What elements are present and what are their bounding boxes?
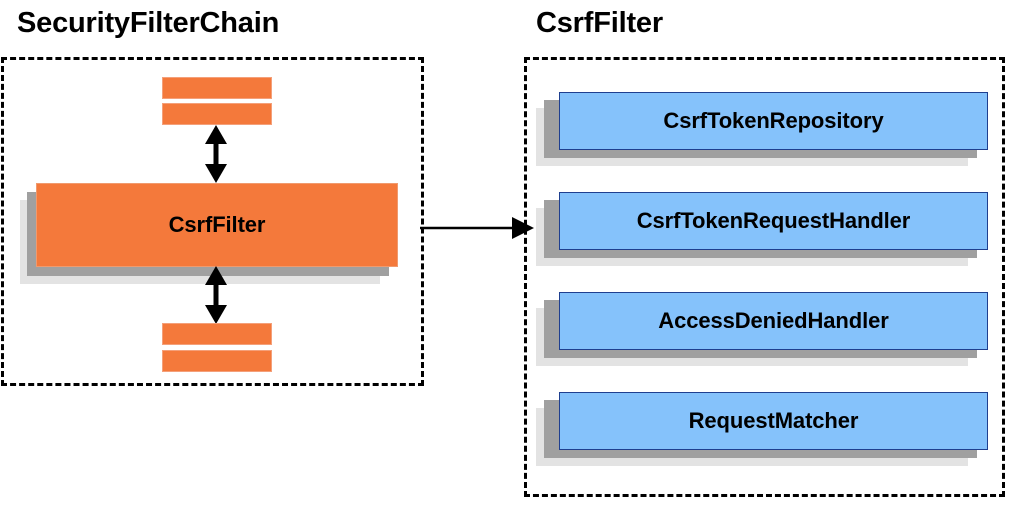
security-filter-chain-panel: [1, 57, 424, 386]
collaborator-node-csrf-token-repository[interactable]: CsrfTokenRepository: [536, 92, 988, 166]
double-arrow-bottom-icon: [202, 266, 230, 324]
collaborator-node-request-matcher[interactable]: RequestMatcher: [536, 392, 988, 466]
csrf-filter-node[interactable]: CsrfFilter: [20, 183, 398, 284]
filter-bar-top-1: [162, 77, 272, 99]
collaborator-label: RequestMatcher: [559, 392, 988, 450]
csrf-filter-collaborators-panel: [524, 57, 1005, 497]
collaborator-node-csrf-token-request-handler[interactable]: CsrfTokenRequestHandler: [536, 192, 988, 266]
double-arrow-top-icon: [202, 125, 230, 183]
collaborator-label: CsrfTokenRequestHandler: [559, 192, 988, 250]
collaborator-node-access-denied-handler[interactable]: AccessDeniedHandler: [536, 292, 988, 366]
collaborator-label: AccessDeniedHandler: [559, 292, 988, 350]
connector-arrow-icon: [420, 214, 534, 242]
filter-bar-top-2: [162, 103, 272, 125]
page-title-csrf-filter: CsrfFilter: [536, 7, 663, 39]
filter-bar-bottom-1: [162, 323, 272, 345]
collaborator-label: CsrfTokenRepository: [559, 92, 988, 150]
page-title-security-filter-chain: SecurityFilterChain: [17, 7, 280, 39]
csrf-filter-label: CsrfFilter: [36, 183, 398, 267]
filter-bar-bottom-2: [162, 350, 272, 372]
